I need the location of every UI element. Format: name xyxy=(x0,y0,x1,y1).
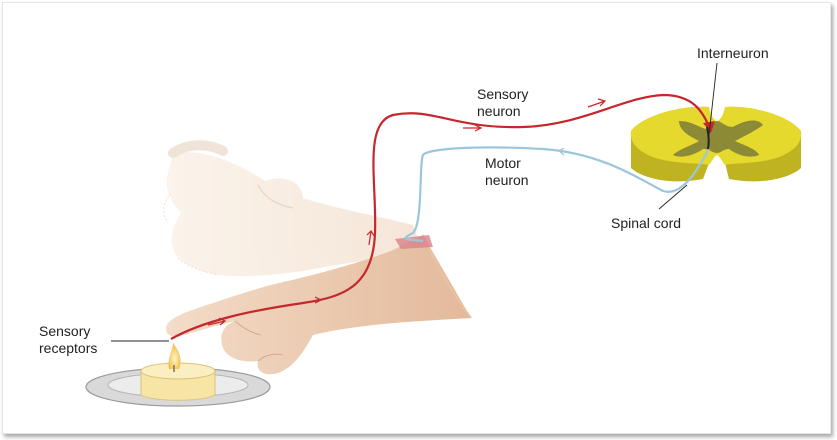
sensory-neuron-label: Sensory neuron xyxy=(477,86,528,120)
reflex-arc-diagram xyxy=(3,3,832,435)
spinal-cord-illustration xyxy=(631,107,802,182)
sensory-receptors-label: Sensory receptors xyxy=(39,323,97,357)
spinal-cord-label: Spinal cord xyxy=(611,215,681,232)
interneuron-label: Interneuron xyxy=(697,45,769,62)
spinal-cord-leader-line xyxy=(659,185,687,209)
diagram-frame: Interneuron Sensory neuron Motor neuron … xyxy=(2,2,831,434)
flame-icon xyxy=(169,343,181,369)
motor-neuron-label: Motor neuron xyxy=(485,155,529,189)
